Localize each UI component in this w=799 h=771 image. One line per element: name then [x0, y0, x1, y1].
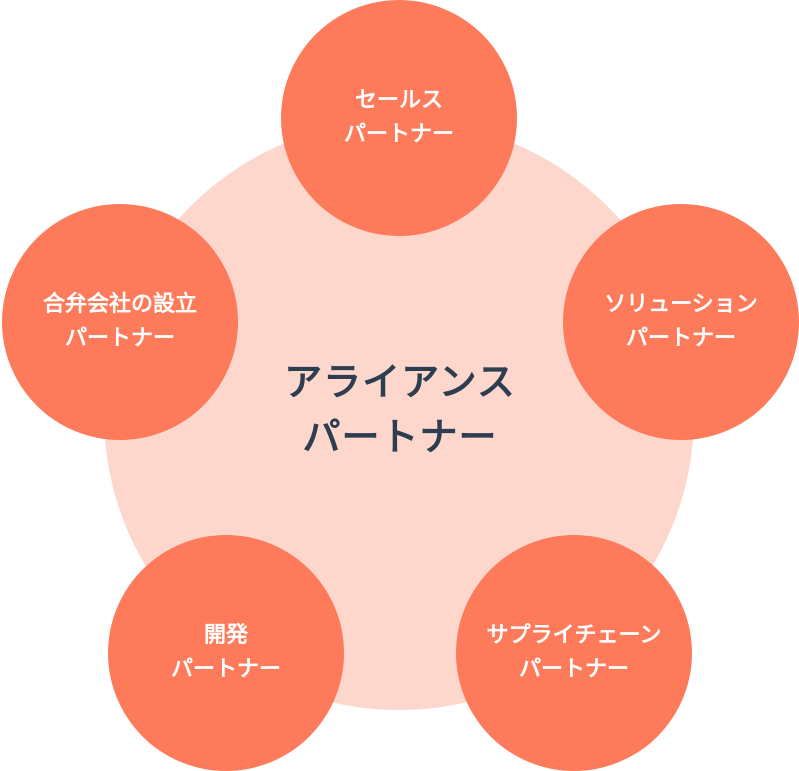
center-label-line1: アライアンス [284, 360, 516, 404]
solution-partner-line2: パートナー [625, 326, 736, 351]
supply-chain-partner-line2: パートナー [518, 657, 629, 682]
alliance-partner-label: アライアンス パートナー [200, 355, 600, 465]
joint-venture-partner-line2: パートナー [64, 326, 175, 351]
joint-venture-partner-line1: 合弁会社の設立 [42, 292, 197, 317]
solution-partner-line1: ソリューション [604, 292, 758, 317]
sales-partner-circle: セールス パートナー [281, 0, 517, 236]
development-partner-line2: パートナー [170, 657, 281, 682]
center-label-line2: パートナー [302, 415, 498, 459]
joint-venture-partner-circle: 合弁会社の設立 パートナー [2, 204, 238, 440]
solution-partner-circle: ソリューション パートナー [563, 204, 799, 440]
supply-chain-partner-circle: サプライチェーン パートナー [456, 535, 692, 771]
sales-partner-line2: パートナー [343, 122, 454, 147]
supply-chain-partner-line1: サプライチェーン [486, 623, 662, 648]
development-partner-line1: 開発 [203, 623, 248, 648]
sales-partner-line1: セールス [354, 88, 443, 113]
development-partner-circle: 開発 パートナー [108, 535, 344, 771]
